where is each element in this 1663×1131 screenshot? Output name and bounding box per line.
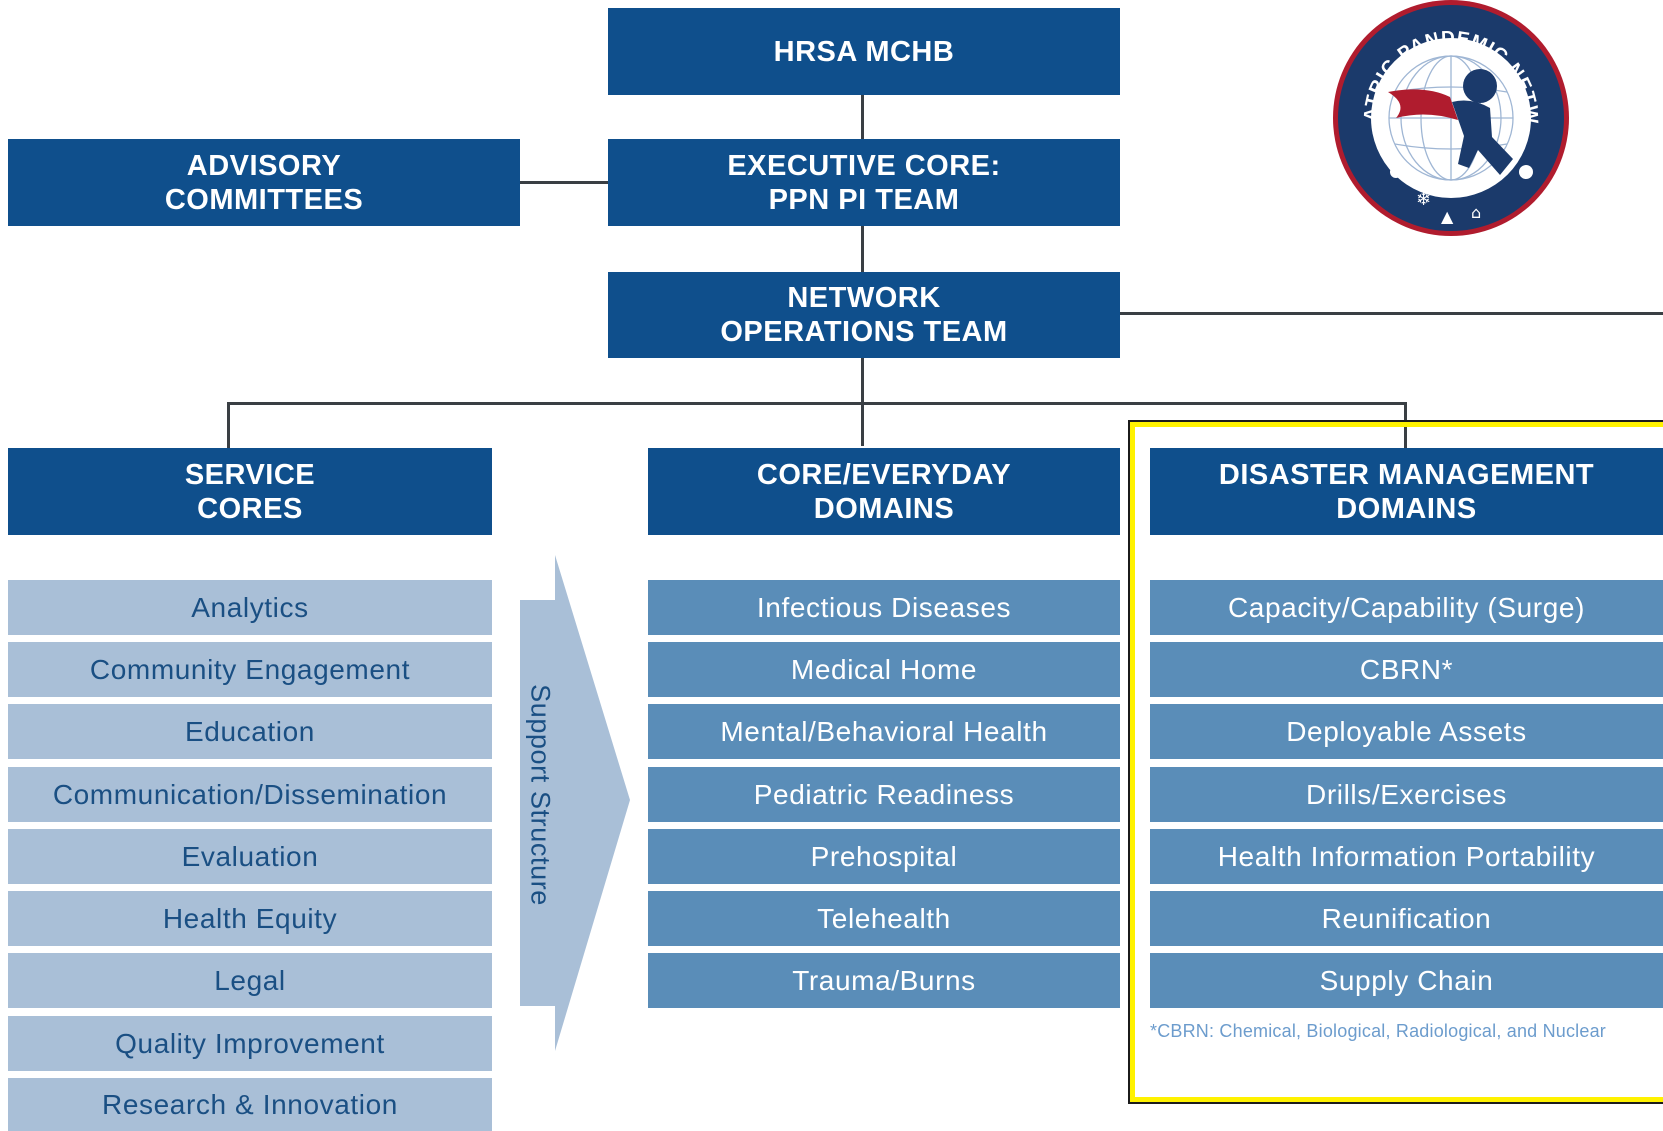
hrsa-mchb-box: HRSA MCHB	[608, 8, 1120, 95]
core-item: Pediatric Readiness	[648, 767, 1120, 822]
core-item: Telehealth	[648, 891, 1120, 946]
connector-horizontal-bus	[227, 402, 1407, 405]
svg-text:⌂: ⌂	[1471, 203, 1481, 222]
service-title-1: SERVICE	[184, 458, 316, 491]
service-item: Evaluation	[8, 829, 492, 884]
cbrn-footnote: *CBRN: Chemical, Biological, Radiologica…	[1150, 1021, 1607, 1041]
core-item: Medical Home	[648, 642, 1120, 697]
connector-network-right	[1119, 312, 1663, 315]
service-item: Research & Innovation	[8, 1078, 492, 1131]
network-line-2: OPERATIONS TEAM	[720, 316, 1008, 348]
service-item: Community Engagement	[8, 642, 492, 697]
service-item: Health Equity	[8, 891, 492, 946]
core-everyday-header: CORE/EVERYDAY DOMAINS	[648, 448, 1120, 535]
disaster-item: Drills/Exercises	[1150, 767, 1663, 822]
executive-line-1: EXECUTIVE CORE:	[727, 149, 1001, 182]
connector-hrsa-executive	[861, 95, 864, 139]
disaster-item: Supply Chain	[1150, 953, 1663, 1008]
executive-line-2: PPN PI TEAM	[768, 183, 960, 216]
advisory-line-2: COMMITTEES	[164, 183, 364, 216]
pediatric-pandemic-network-logo: ❄ ▲ ⌂ PEDIATRIC PANDEMIC NETWORK	[1330, 0, 1569, 236]
support-structure-arrow	[520, 555, 630, 1051]
disaster-highlight-frame	[1128, 420, 1663, 1104]
disaster-item: Deployable Assets	[1150, 704, 1663, 759]
connector-executive-network	[861, 226, 864, 272]
network-operations-box: NETWORK OPERATIONS TEAM	[608, 272, 1120, 358]
hrsa-mchb-label: HRSA MCHB	[773, 35, 955, 68]
core-title-1: CORE/EVERYDAY	[756, 458, 1012, 491]
disaster-title-2: DOMAINS	[1336, 492, 1477, 525]
disaster-item: Reunification	[1150, 891, 1663, 946]
service-item: Communication/Dissemination	[8, 767, 492, 822]
core-title-2: DOMAINS	[813, 492, 955, 525]
core-item: Prehospital	[648, 829, 1120, 884]
core-item: Infectious Diseases	[648, 580, 1120, 635]
disaster-item: Capacity/Capability (Surge)	[1150, 580, 1663, 635]
core-item: Trauma/Burns	[648, 953, 1120, 1008]
service-item: Legal	[8, 953, 492, 1008]
disaster-item: Health Information Portability	[1150, 829, 1663, 884]
support-structure-label: Support Structure	[525, 684, 556, 906]
connector-advisory-executive	[520, 181, 608, 184]
connector-service-drop	[227, 402, 230, 448]
executive-core-box: EXECUTIVE CORE: PPN PI TEAM	[608, 139, 1120, 226]
svg-text:❄: ❄	[1416, 189, 1431, 210]
disaster-item: CBRN*	[1150, 642, 1663, 697]
disaster-title-1: DISASTER MANAGEMENT	[1218, 458, 1595, 491]
network-line-1: NETWORK	[787, 282, 941, 314]
service-item: Analytics	[8, 580, 492, 635]
service-cores-header: SERVICE CORES	[8, 448, 492, 535]
disaster-management-header: DISASTER MANAGEMENT DOMAINS	[1150, 448, 1663, 535]
core-item: Mental/Behavioral Health	[648, 704, 1120, 759]
service-item: Education	[8, 704, 492, 759]
svg-text:▲: ▲	[1441, 207, 1454, 226]
service-item: Quality Improvement	[8, 1016, 492, 1071]
service-title-2: CORES	[197, 492, 303, 525]
advisory-line-1: ADVISORY	[186, 149, 342, 182]
advisory-committees-box: ADVISORY COMMITTEES	[8, 139, 520, 226]
